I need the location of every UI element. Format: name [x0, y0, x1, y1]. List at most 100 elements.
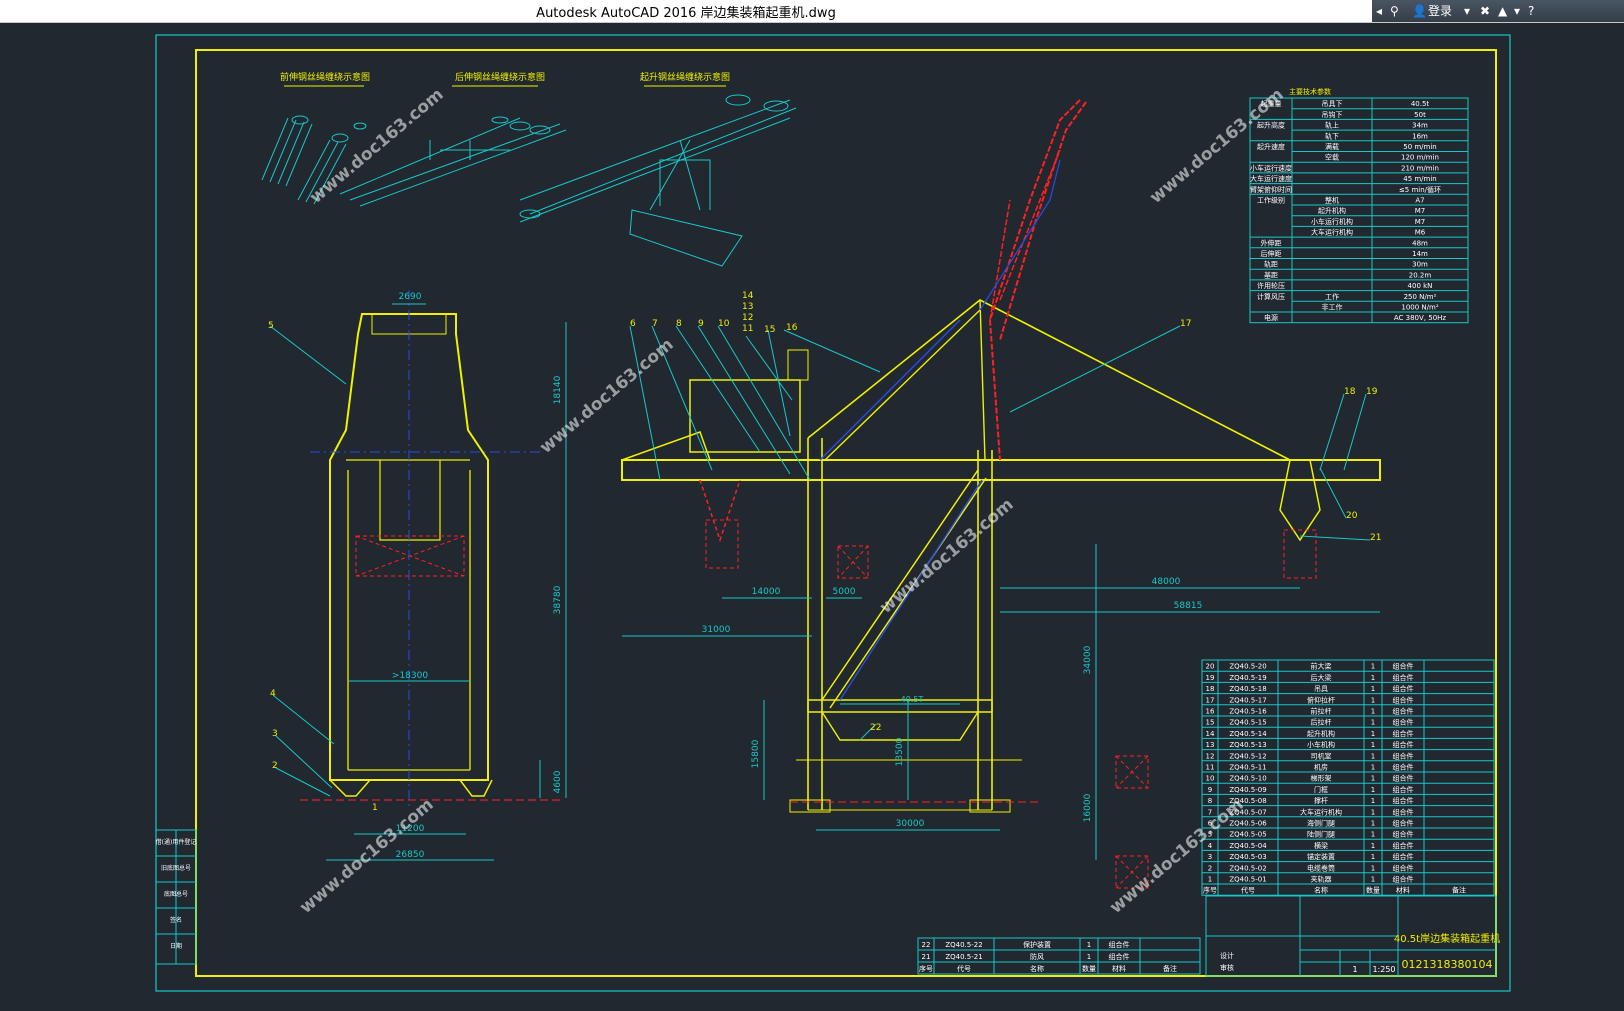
mid-cell: 组合件 [1109, 940, 1130, 949]
spec-label: 许用轮压 [1257, 281, 1285, 290]
drawing-canvas[interactable]: 前伸钢丝绳缠绕示意图 后伸钢丝绳缠绕示意图 起升钢丝绳缠绕示意图 [0, 22, 1624, 1011]
callout-6: 6 [630, 319, 636, 329]
parts-cell: ZQ40.5-14 [1229, 730, 1267, 738]
spec-value: 120 m/min [1401, 154, 1439, 162]
parts-cell: 组合件 [1393, 841, 1414, 850]
view-title-2: 后伸钢丝绳缠绕示意图 [455, 71, 545, 83]
parts-cell: 前拉杆 [1311, 707, 1332, 716]
spec-value: 45 m/min [1403, 175, 1437, 183]
spec-label: 计算风压 [1257, 292, 1285, 301]
parts-cell: 1 [1371, 786, 1375, 794]
watermark-text: www.doc163.com [1106, 795, 1247, 918]
parts-cell: ZQ40.5-16 [1229, 708, 1267, 716]
parts-cell: 8 [1208, 797, 1212, 805]
callout-2: 2 [272, 761, 278, 771]
binoculars-icon[interactable]: ⚲ [1390, 4, 1399, 18]
spec-value: M6 [1415, 229, 1426, 237]
callout-14: 14 [742, 291, 754, 301]
parts-cell: ZQ40.5-02 [1229, 864, 1266, 872]
dim-58815: 58815 [1174, 601, 1203, 611]
parts-cell: 起升机构 [1307, 729, 1335, 738]
parts-cell: 组合件 [1393, 684, 1414, 693]
parts-cell: 横梁 [1314, 841, 1328, 850]
parts-cell: 1 [1371, 797, 1375, 805]
parts-cell: 1 [1371, 741, 1375, 749]
spec-value: 16m [1412, 132, 1428, 140]
parts-cell: ZQ40.5-08 [1229, 797, 1266, 805]
spec-value: 50 m/min [1403, 143, 1437, 151]
parts-cell: 3 [1208, 853, 1212, 861]
parts-cell: 18 [1206, 685, 1215, 693]
exchange-icon[interactable]: ✖ [1480, 4, 1491, 18]
parts-cell: ZQ40.5-11 [1229, 764, 1266, 772]
callout-16: 16 [786, 323, 798, 333]
spec-sublabel: 非工作 [1322, 303, 1343, 312]
spec-label: 基距 [1264, 270, 1278, 279]
mid-cell: 保护装置 [1023, 940, 1051, 949]
parts-cell: 组合件 [1393, 875, 1414, 884]
rope-diagram-2 [339, 116, 567, 207]
drawing-name: 40.5t岸边集装箱起重机 [1394, 932, 1500, 945]
label-design: 设计 [1220, 951, 1234, 960]
parts-cell: 机房 [1314, 763, 1328, 772]
spec-sublabel: 起升机构 [1318, 206, 1346, 215]
spec-sublabel: 满载 [1325, 142, 1339, 151]
a360-icon[interactable]: ▲ [1498, 4, 1508, 18]
parts-cell: 组合件 [1393, 695, 1414, 704]
menu-caret-icon[interactable]: ▾ [1514, 4, 1521, 18]
caret-left-icon[interactable]: ◂ [1376, 4, 1383, 18]
parts-cell: ZQ40.5-19 [1229, 674, 1266, 682]
dim-34000: 34000 [1083, 645, 1093, 674]
user-icon[interactable]: 👤 [1412, 4, 1427, 18]
parts-cell: 17 [1206, 696, 1215, 704]
dim-inner-width: >18300 [392, 671, 428, 681]
spec-sublabel: 整机 [1325, 196, 1339, 205]
spec-label: 起升速度 [1257, 142, 1285, 151]
parts-cell: ZQ40.5-17 [1229, 696, 1266, 704]
spec-value: 1000 N/m² [1401, 304, 1438, 312]
parts-cell: ZQ40.5-04 [1229, 842, 1267, 850]
parts-cell: 1 [1371, 685, 1375, 693]
parts-cell: 1 [1371, 708, 1375, 716]
parts-cell: 梯形架 [1311, 774, 1332, 783]
parts-cell: 组合件 [1393, 807, 1414, 816]
parts-cell: ZQ40.5-07 [1229, 808, 1266, 816]
callout-8: 8 [676, 319, 682, 329]
spec-value: M7 [1415, 207, 1426, 215]
parts-cell: 1 [1371, 820, 1375, 828]
help-icon[interactable]: ? [1528, 4, 1535, 18]
spec-label: 小车运行速度 [1250, 163, 1292, 172]
rev-label: 借(通)用件登记 [156, 838, 197, 846]
parts-cell: 15 [1206, 719, 1215, 727]
parts-cell: 夹轨器 [1311, 875, 1332, 884]
rope-diagram-3 [519, 94, 797, 267]
parts-cell: 2 [1208, 864, 1212, 872]
spec-sublabel: 工作 [1325, 292, 1339, 301]
parts-cell: 1 [1371, 719, 1375, 727]
dropdown-icon[interactable]: ▾ [1464, 4, 1471, 18]
mid-cell: ZQ40.5-22 [945, 941, 982, 949]
parts-cell: 5 [1208, 831, 1212, 839]
parts-cell: ZQ40.5-09 [1229, 786, 1266, 794]
dim-16000: 16000 [1083, 793, 1093, 822]
mid-header-cell: 备注 [1163, 964, 1177, 973]
parts-cell: 司机室 [1311, 751, 1332, 760]
parts-header-cell: 序号 [1203, 886, 1217, 895]
parts-cell: 组合件 [1393, 662, 1414, 671]
spec-sublabel: 轨下 [1325, 131, 1339, 140]
spec-value: ≤5 min/循环 [1399, 185, 1441, 194]
dim-5000: 5000 [833, 587, 856, 597]
mid-cell: 防风 [1030, 952, 1044, 961]
login-label[interactable]: 登录 [1428, 4, 1453, 18]
callout-13: 13 [742, 302, 753, 312]
parts-cell: 组合件 [1393, 819, 1414, 828]
callout-19: 19 [1366, 387, 1378, 397]
parts-cell: 组合件 [1393, 863, 1414, 872]
drawing-number: 0121318380104 [1402, 958, 1493, 971]
parts-cell: 19 [1206, 674, 1215, 682]
label-check: 审核 [1220, 963, 1234, 972]
dim-30000: 30000 [896, 819, 925, 829]
parts-cell: 组合件 [1393, 729, 1414, 738]
